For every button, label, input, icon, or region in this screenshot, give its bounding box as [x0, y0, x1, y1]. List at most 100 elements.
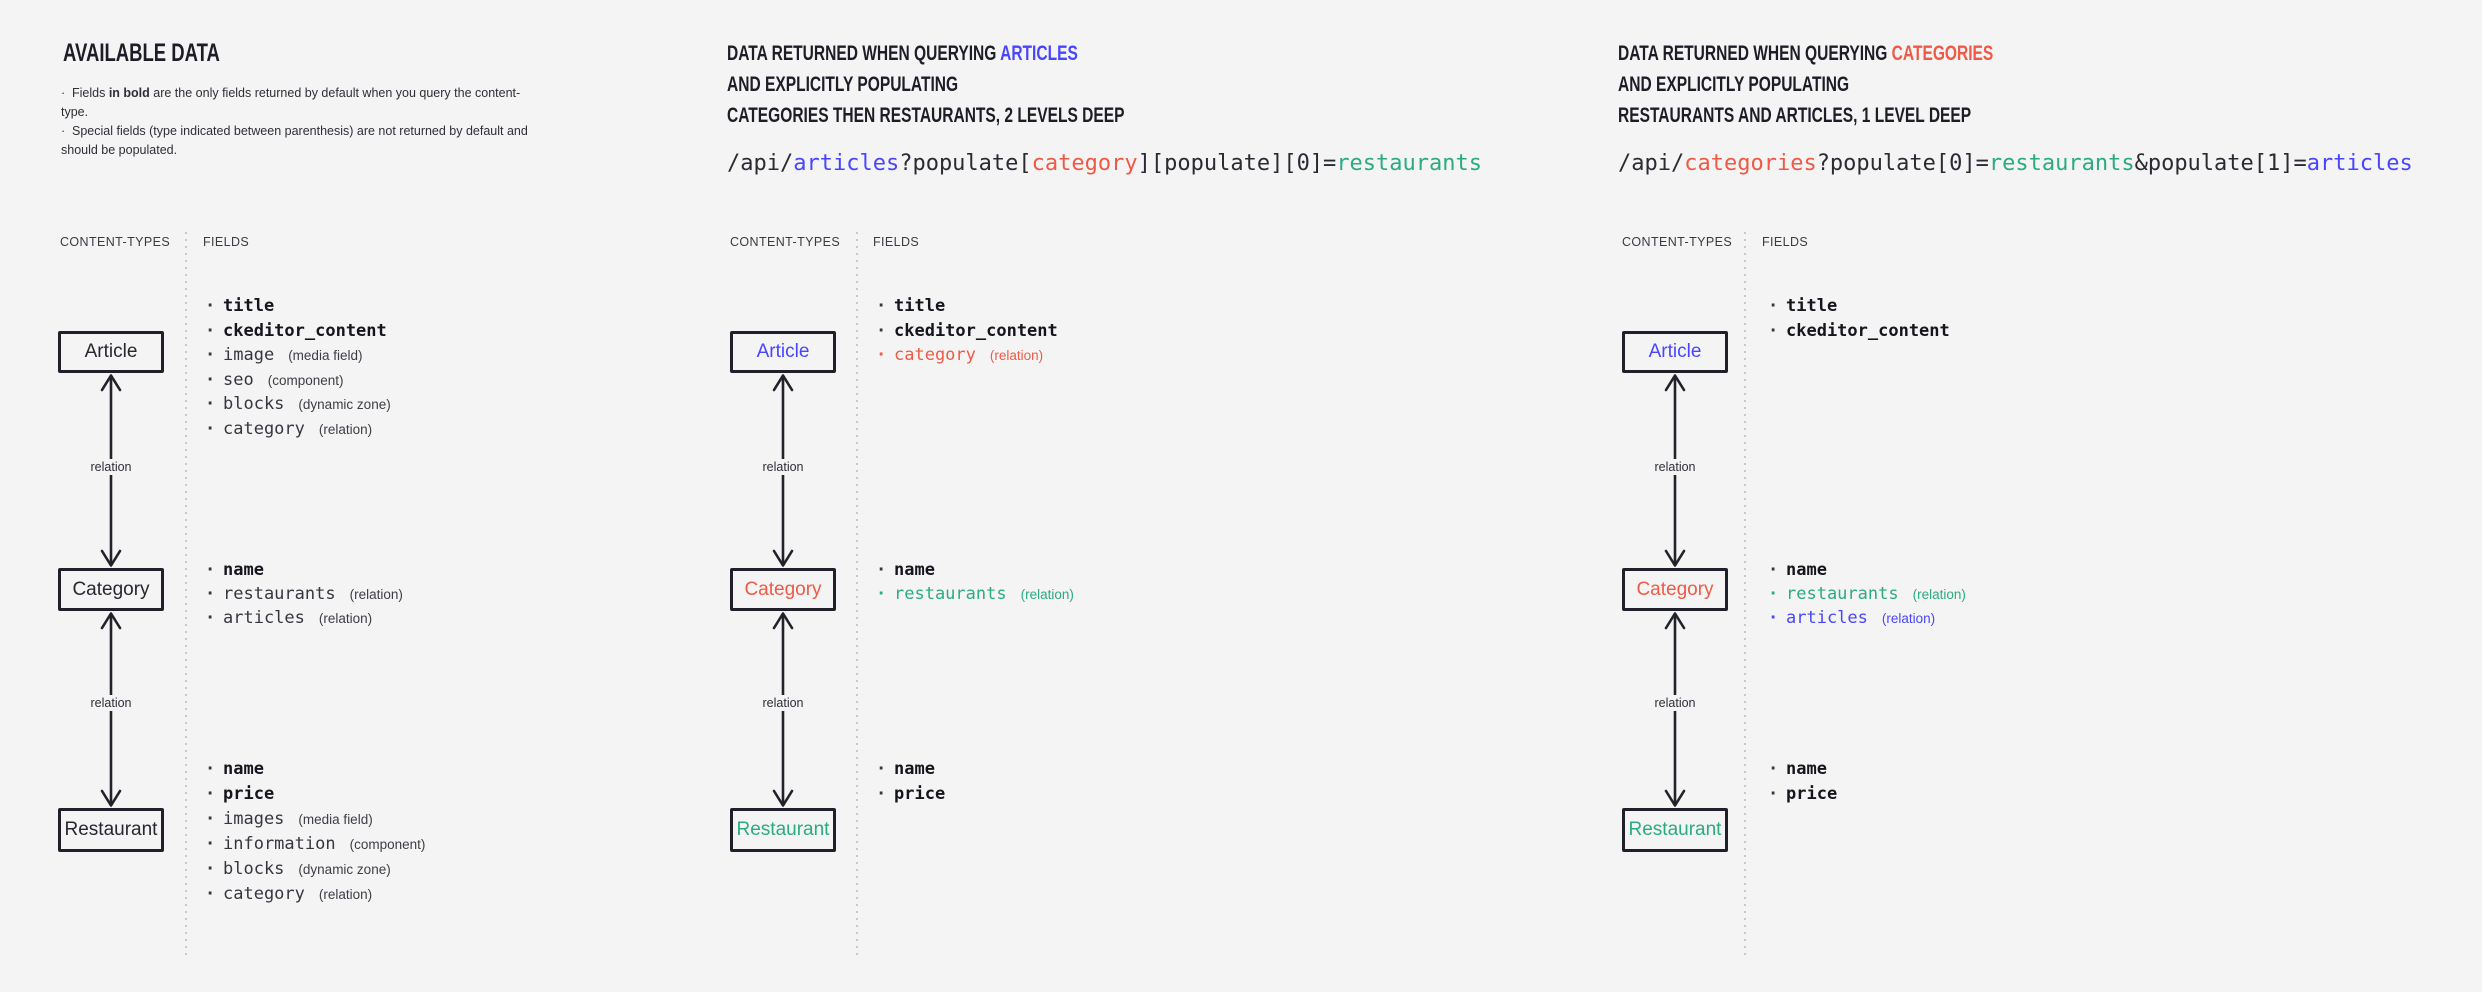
field-item: · images (media field) [205, 809, 373, 830]
field-item: ·blocks(dynamic zone) [205, 394, 391, 415]
field-item: · title [205, 296, 274, 316]
column-heading: DATA RETURNED WHEN QUERYING CATEGORIES AN… [1618, 38, 2125, 131]
bullet-icon: · [205, 345, 216, 365]
bullet-icon: · [205, 608, 216, 628]
field-item: ·information(component) [205, 834, 425, 855]
field-type-annotation: (media field) [288, 348, 363, 363]
heading-line: AVAILABLE DATA [63, 38, 220, 69]
field-item: ·name [876, 759, 935, 779]
field-name: images [223, 809, 285, 829]
field-name: name [1786, 759, 1827, 779]
field-item: · category (relation) [205, 419, 372, 440]
bullet-icon: · [1768, 784, 1779, 804]
code-text: &populate[1]= [2134, 151, 2307, 176]
node-category: Category [1622, 568, 1728, 611]
api-query-code: /api/articles?populate[category][populat… [727, 151, 1482, 177]
field-item: ·articles(relation) [1768, 608, 1935, 629]
field-name: restaurants [894, 584, 1007, 604]
field-type-annotation: (dynamic zone) [298, 397, 391, 412]
field-type-annotation: (component) [267, 373, 344, 388]
field-name: ckeditor_content [894, 321, 1058, 341]
code-token-categories: categories [1684, 151, 1817, 176]
bullet-icon: · [205, 809, 216, 829]
bullet-icon: · [205, 296, 216, 316]
fields-label: FIELDS [873, 235, 920, 249]
bullet-icon: · [876, 560, 887, 580]
node-label: Article [756, 341, 810, 362]
field-item: ·name [205, 759, 264, 779]
heading-text: AND EXPLICITLY POPULATING [1618, 73, 1850, 96]
code-text: ?populate[0]= [1816, 151, 1989, 176]
field-item: ·name [205, 560, 264, 580]
content-types-label: CONTENT-TYPES [1622, 235, 1733, 249]
column-heading: DATA RETURNED WHEN QUERYING ARTICLES AND … [727, 38, 1264, 131]
bullet-icon: · [1768, 296, 1779, 316]
note-text: Fields [72, 86, 109, 100]
bullet-icon: · [1768, 321, 1779, 341]
node-restaurant: Restaurant [730, 808, 836, 852]
bullet-icon: · [1768, 560, 1779, 580]
note-text: in bold [108, 86, 150, 100]
relation-label: relation [1649, 695, 1701, 711]
field-item: ·restaurants(relation) [1768, 584, 1966, 605]
bullet-icon: · [61, 86, 66, 100]
relation-label: relation [757, 459, 809, 475]
field-type-annotation: (component) [349, 837, 426, 852]
field-type-annotation: (relation) [318, 422, 373, 437]
bullet-icon: · [1768, 759, 1779, 779]
node-category: Category [730, 568, 836, 611]
field-type-annotation: (relation) [349, 587, 403, 602]
node-label: Restaurant [64, 819, 158, 840]
field-name: name [894, 560, 935, 580]
code-text: ][populate][0]= [1137, 151, 1337, 176]
node-category: Category [58, 568, 164, 611]
field-item: ·title [1768, 296, 1837, 316]
bullet-icon: · [205, 560, 216, 580]
bullet-icon: · [876, 759, 887, 779]
field-item: ·price [205, 784, 274, 804]
bullet-icon: · [205, 419, 216, 439]
node-restaurant: Restaurant [58, 808, 164, 852]
node-label: Category [1636, 578, 1714, 600]
heading-line: AND EXPLICITLY POPULATING [1618, 69, 1993, 100]
code-token-restaurants: restaurants [1988, 151, 2135, 176]
code-text: /api/ [1618, 151, 1685, 176]
node-label: Category [72, 578, 150, 600]
heading-line: DATA RETURNED WHEN QUERYING ARTICLES [727, 38, 1124, 69]
field-type-annotation: (media field) [298, 812, 373, 827]
bullet-icon: · [205, 321, 216, 341]
node-restaurant: Restaurant [1622, 808, 1728, 852]
field-item: ·ckeditor_content [1768, 321, 1950, 341]
field-name: blocks [223, 394, 285, 414]
node-label: Category [744, 578, 822, 600]
field-type-annotation: (dynamic zone) [298, 862, 391, 877]
field-item: ·ckeditor_content [876, 321, 1058, 341]
fields-label: FIELDS [1762, 235, 1809, 249]
field-name: articles [223, 608, 305, 628]
field-item: ·category(relation) [876, 345, 1043, 366]
legend-notes: ·Fields in bold are the only fields retu… [61, 84, 539, 160]
relation-label: relation [85, 695, 137, 711]
field-name: category [223, 419, 305, 439]
field-type-annotation: (relation) [1912, 587, 1966, 602]
field-name: ckeditor_content [223, 321, 387, 341]
field-name: name [1786, 560, 1827, 580]
field-name: title [223, 296, 275, 316]
field-name: category [223, 884, 305, 904]
heading-highlight: ARTICLES [1000, 42, 1078, 65]
field-item: · ckeditor_content [205, 321, 387, 341]
field-item: · name [1768, 759, 1827, 779]
content-types-label: CONTENT-TYPES [60, 235, 171, 249]
field-item: · name [1768, 560, 1827, 580]
bullet-icon: · [1768, 584, 1779, 604]
field-name: articles [1786, 608, 1868, 628]
code-token-restaurants: restaurants [1336, 151, 1483, 176]
field-name: image [223, 345, 275, 365]
field-item: ·articles(relation) [205, 608, 372, 629]
field-type-annotation: (relation) [989, 348, 1044, 363]
column-divider [856, 232, 858, 958]
field-type-annotation: (relation) [1020, 587, 1074, 602]
bullet-icon: · [205, 370, 216, 390]
heading-line: DATA RETURNED WHEN QUERYING CATEGORIES [1618, 38, 1993, 69]
heading-text: AND EXPLICITLY POPULATING [727, 73, 959, 96]
